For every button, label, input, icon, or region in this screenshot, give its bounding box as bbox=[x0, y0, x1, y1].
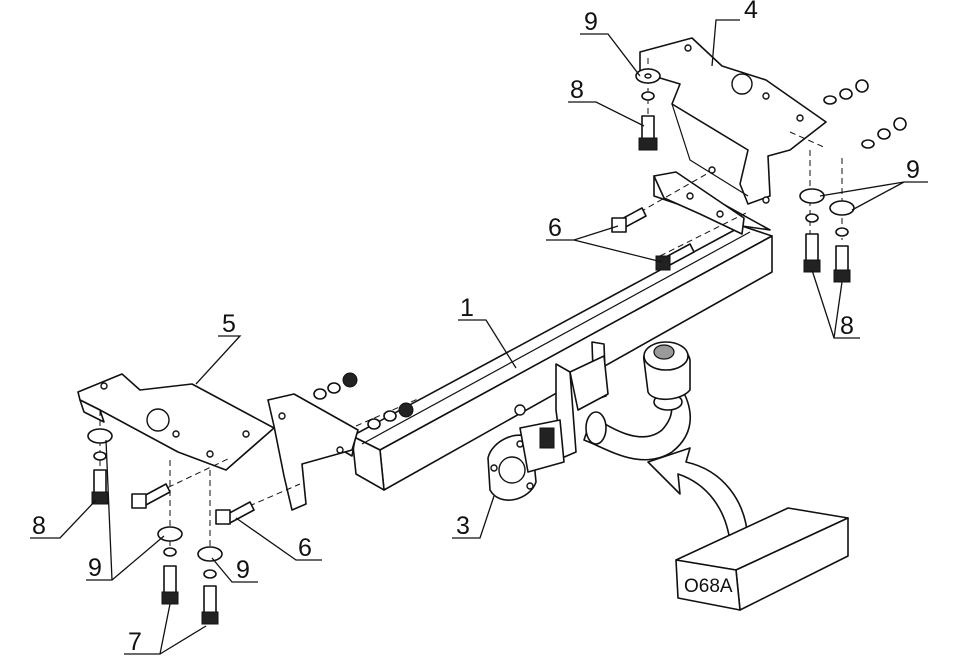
label-part-8-top: 8 bbox=[570, 76, 584, 104]
label-part-8-right: 8 bbox=[840, 312, 854, 340]
bolts-6-top bbox=[313, 207, 695, 430]
right-bracket bbox=[639, 37, 827, 205]
top-fasteners bbox=[635, 68, 907, 151]
label-part-4: 4 bbox=[744, 0, 758, 24]
leader-lines bbox=[30, 19, 928, 655]
assembly-lines bbox=[99, 58, 843, 560]
label-part-9-right: 9 bbox=[906, 156, 920, 184]
label-part-9-bottom: 9 bbox=[236, 556, 250, 584]
label-part-9-top: 9 bbox=[584, 8, 598, 36]
left-fasteners bbox=[87, 428, 255, 625]
label-part-8-left: 8 bbox=[32, 512, 46, 540]
label-part-3: 3 bbox=[456, 512, 470, 540]
label-part-6-top: 6 bbox=[548, 214, 562, 242]
label-part-1: 1 bbox=[460, 294, 474, 322]
label-part-9-left: 9 bbox=[88, 554, 102, 582]
ball-code-arrow bbox=[647, 447, 749, 543]
left-mount-plate bbox=[267, 393, 359, 511]
right-fasteners bbox=[799, 188, 855, 283]
label-part-5: 5 bbox=[222, 310, 236, 338]
label-part-6-bottom: 6 bbox=[298, 534, 312, 562]
ball-code-text: O68A bbox=[684, 576, 733, 597]
label-part-7: 7 bbox=[128, 628, 142, 656]
right-mount-plate bbox=[653, 171, 745, 235]
tow-ball-neck bbox=[555, 341, 692, 461]
ball-code-box bbox=[675, 507, 849, 611]
left-bracket bbox=[77, 373, 275, 471]
socket-plate bbox=[487, 404, 565, 501]
